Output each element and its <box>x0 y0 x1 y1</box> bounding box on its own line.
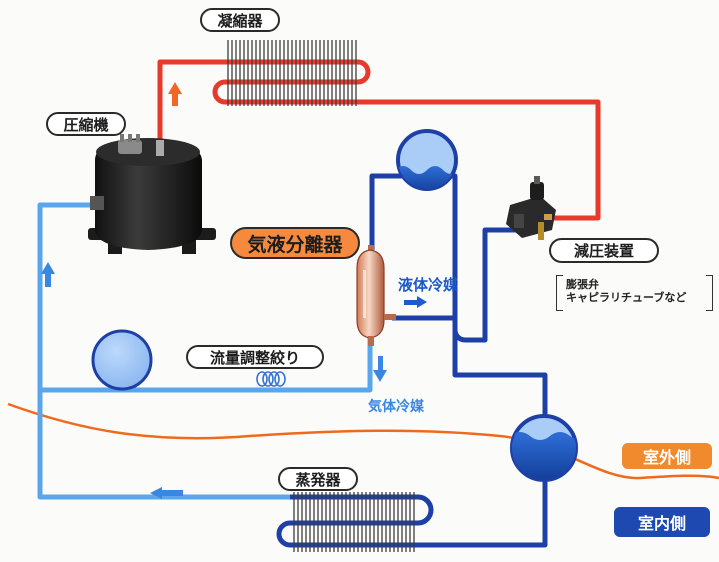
flow-restrictor-label: 流量調整絞り <box>186 345 324 369</box>
outdoor-side-tag: 室外側 <box>622 443 712 469</box>
flow-restrictor <box>91 329 286 391</box>
suction-pipe <box>37 202 290 500</box>
expansion-note-line2: キャピラリチューブなど <box>566 291 687 304</box>
condenser-fins <box>227 40 357 106</box>
arrow-icon <box>168 82 182 106</box>
evaporator-coil-pipe <box>276 494 434 548</box>
note-bracket-right <box>706 275 713 311</box>
outdoor-indoor-boundary-line <box>7 402 719 480</box>
arrow-icon <box>373 356 387 382</box>
evaporator-label: 蒸発器 <box>278 467 358 491</box>
compressor-label: 圧縮機 <box>46 112 126 136</box>
compressor-icon <box>88 134 216 254</box>
bottom-liquid-receiver <box>510 414 578 482</box>
gas-refrigerant-label: 気体冷媒 <box>368 399 424 415</box>
expansion-note-line1: 膨張弁 <box>566 278 599 291</box>
discharge-pipe <box>157 59 225 140</box>
expansion-valve-icon <box>506 176 556 240</box>
evaporator-fins <box>293 492 415 552</box>
separator-vessel-icon <box>356 245 396 346</box>
liquid-refrigerant-label: 液体冷媒 <box>398 276 459 294</box>
separator-label: 気液分離器 <box>230 227 360 259</box>
arrow-icon <box>41 262 55 287</box>
expansion-device-label: 減圧装置 <box>549 238 659 263</box>
condenser-label: 凝縮器 <box>200 8 280 32</box>
indoor-side-tag: 室内側 <box>614 507 710 537</box>
gas-bypass-pipe <box>40 338 373 393</box>
note-bracket-left <box>556 275 563 311</box>
arrow-icon <box>150 487 183 499</box>
liquid-pipe-lower <box>290 315 548 548</box>
condenser-coil-pipe <box>212 59 601 221</box>
arrow-icon <box>404 296 427 308</box>
top-liquid-receiver <box>396 129 458 191</box>
